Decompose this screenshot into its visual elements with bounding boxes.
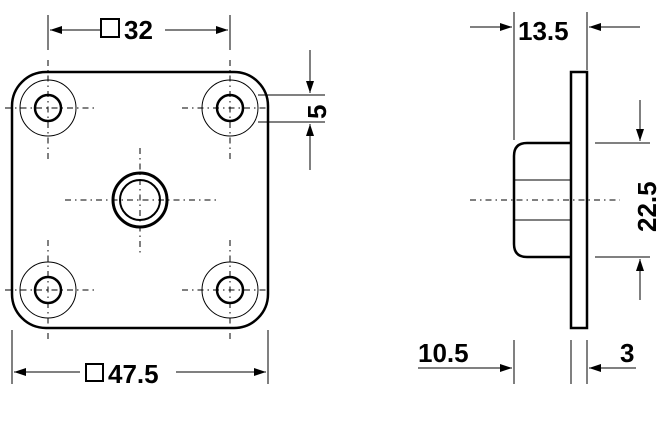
square-symbol bbox=[100, 18, 120, 38]
dimension-right-offset: 5 bbox=[258, 50, 332, 170]
dimension-side-bottom-left: 10.5 bbox=[418, 338, 572, 384]
dimension-label-side-bottom-right: 3 bbox=[620, 338, 634, 368]
dimension-label-side-top: 13.5 bbox=[518, 16, 569, 46]
mounting-hole-top-left bbox=[19, 79, 77, 137]
center-boss bbox=[111, 171, 169, 229]
side-boss bbox=[512, 141, 571, 259]
dimension-label-bottom: 47.5 bbox=[108, 359, 159, 389]
dimension-label-top: 32 bbox=[124, 15, 153, 45]
dimension-label-offset: 5 bbox=[302, 105, 332, 119]
dimension-label-side-height: 22.5 bbox=[632, 181, 657, 232]
mounting-plate-outline bbox=[10, 70, 270, 330]
dimension-side-bottom-right: 3 bbox=[586, 338, 636, 384]
mounting-hole-top-right bbox=[201, 79, 259, 137]
dimension-side-height: 22.5 bbox=[595, 100, 657, 300]
mounting-hole-bottom-left bbox=[19, 261, 77, 319]
side-view: 13.5 22.5 10.5 3 bbox=[418, 12, 657, 384]
dimension-bottom-width: 47.5 bbox=[11, 330, 269, 389]
side-plate bbox=[569, 70, 589, 330]
mounting-hole-bottom-right bbox=[201, 261, 259, 319]
dimension-label-side-bottom-left: 10.5 bbox=[418, 338, 469, 368]
dimension-side-top: 13.5 bbox=[470, 12, 640, 140]
front-view: 32 47.5 5 bbox=[5, 15, 332, 389]
dimension-top-width: 32 bbox=[47, 15, 231, 50]
square-symbol bbox=[85, 363, 104, 382]
